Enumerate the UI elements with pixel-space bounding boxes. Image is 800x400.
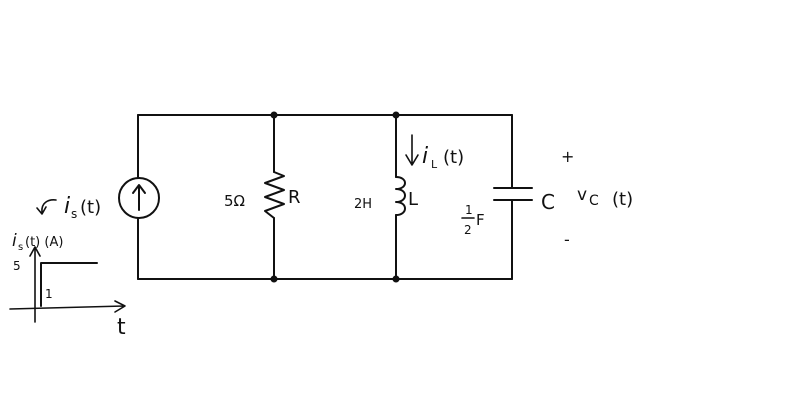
inductor-value: 2H bbox=[354, 197, 372, 212]
capacitor-value-unit: F bbox=[476, 211, 485, 229]
resistor-zigzag-icon bbox=[264, 171, 285, 219]
graph-ylabel-main: i bbox=[12, 231, 17, 251]
capacitor-value-den: 2 bbox=[464, 223, 472, 237]
graph-x-tick: 1 bbox=[45, 287, 53, 301]
resistor-value: 5Ω bbox=[224, 192, 245, 210]
inductor-current-main: i bbox=[422, 144, 428, 169]
source-label-sub: s bbox=[71, 207, 77, 221]
graph-ylabel-arg: (t) (A) bbox=[25, 235, 63, 250]
junction-dot bbox=[392, 111, 400, 119]
voltage-sub: C bbox=[589, 193, 599, 209]
source-label-main: i bbox=[64, 194, 70, 219]
inductor-current-arrow-icon bbox=[405, 134, 419, 166]
graph-y-tick: 5 bbox=[13, 259, 21, 273]
junction-dot bbox=[270, 111, 278, 119]
capacitor-plates-icon bbox=[493, 187, 533, 201]
inductor-current-arg: (t) bbox=[443, 147, 464, 168]
current-source-circle bbox=[118, 177, 160, 219]
source-label-pointer-icon bbox=[36, 199, 57, 215]
inductor-name: L bbox=[408, 189, 418, 210]
graph-step-line bbox=[40, 262, 98, 307]
voltage-minus: - bbox=[564, 230, 570, 249]
graph-ylabel-sub: s bbox=[18, 242, 23, 253]
step-input-graph: i s (t) (A) 5 1 t bbox=[9, 231, 126, 340]
voltage-plus: + bbox=[561, 147, 574, 166]
capacitor-value-num: 1 bbox=[465, 203, 473, 217]
junction-dot bbox=[392, 275, 400, 283]
capacitor-name: C bbox=[541, 190, 555, 214]
inductor-current-sub: L bbox=[431, 158, 438, 171]
graph-x-axis bbox=[9, 300, 126, 313]
graph-y-axis bbox=[29, 246, 41, 323]
source-label-arg: (t) bbox=[80, 197, 101, 218]
inductor-coil-icon bbox=[395, 176, 406, 216]
junction-dot bbox=[270, 275, 278, 283]
current-source-arrow-icon bbox=[132, 184, 146, 211]
voltage-arg: (t) bbox=[612, 189, 633, 210]
voltage-label: v bbox=[577, 185, 587, 205]
current-source bbox=[118, 177, 160, 219]
resistor-name: R bbox=[288, 187, 301, 208]
graph-xlabel: t bbox=[117, 315, 126, 340]
